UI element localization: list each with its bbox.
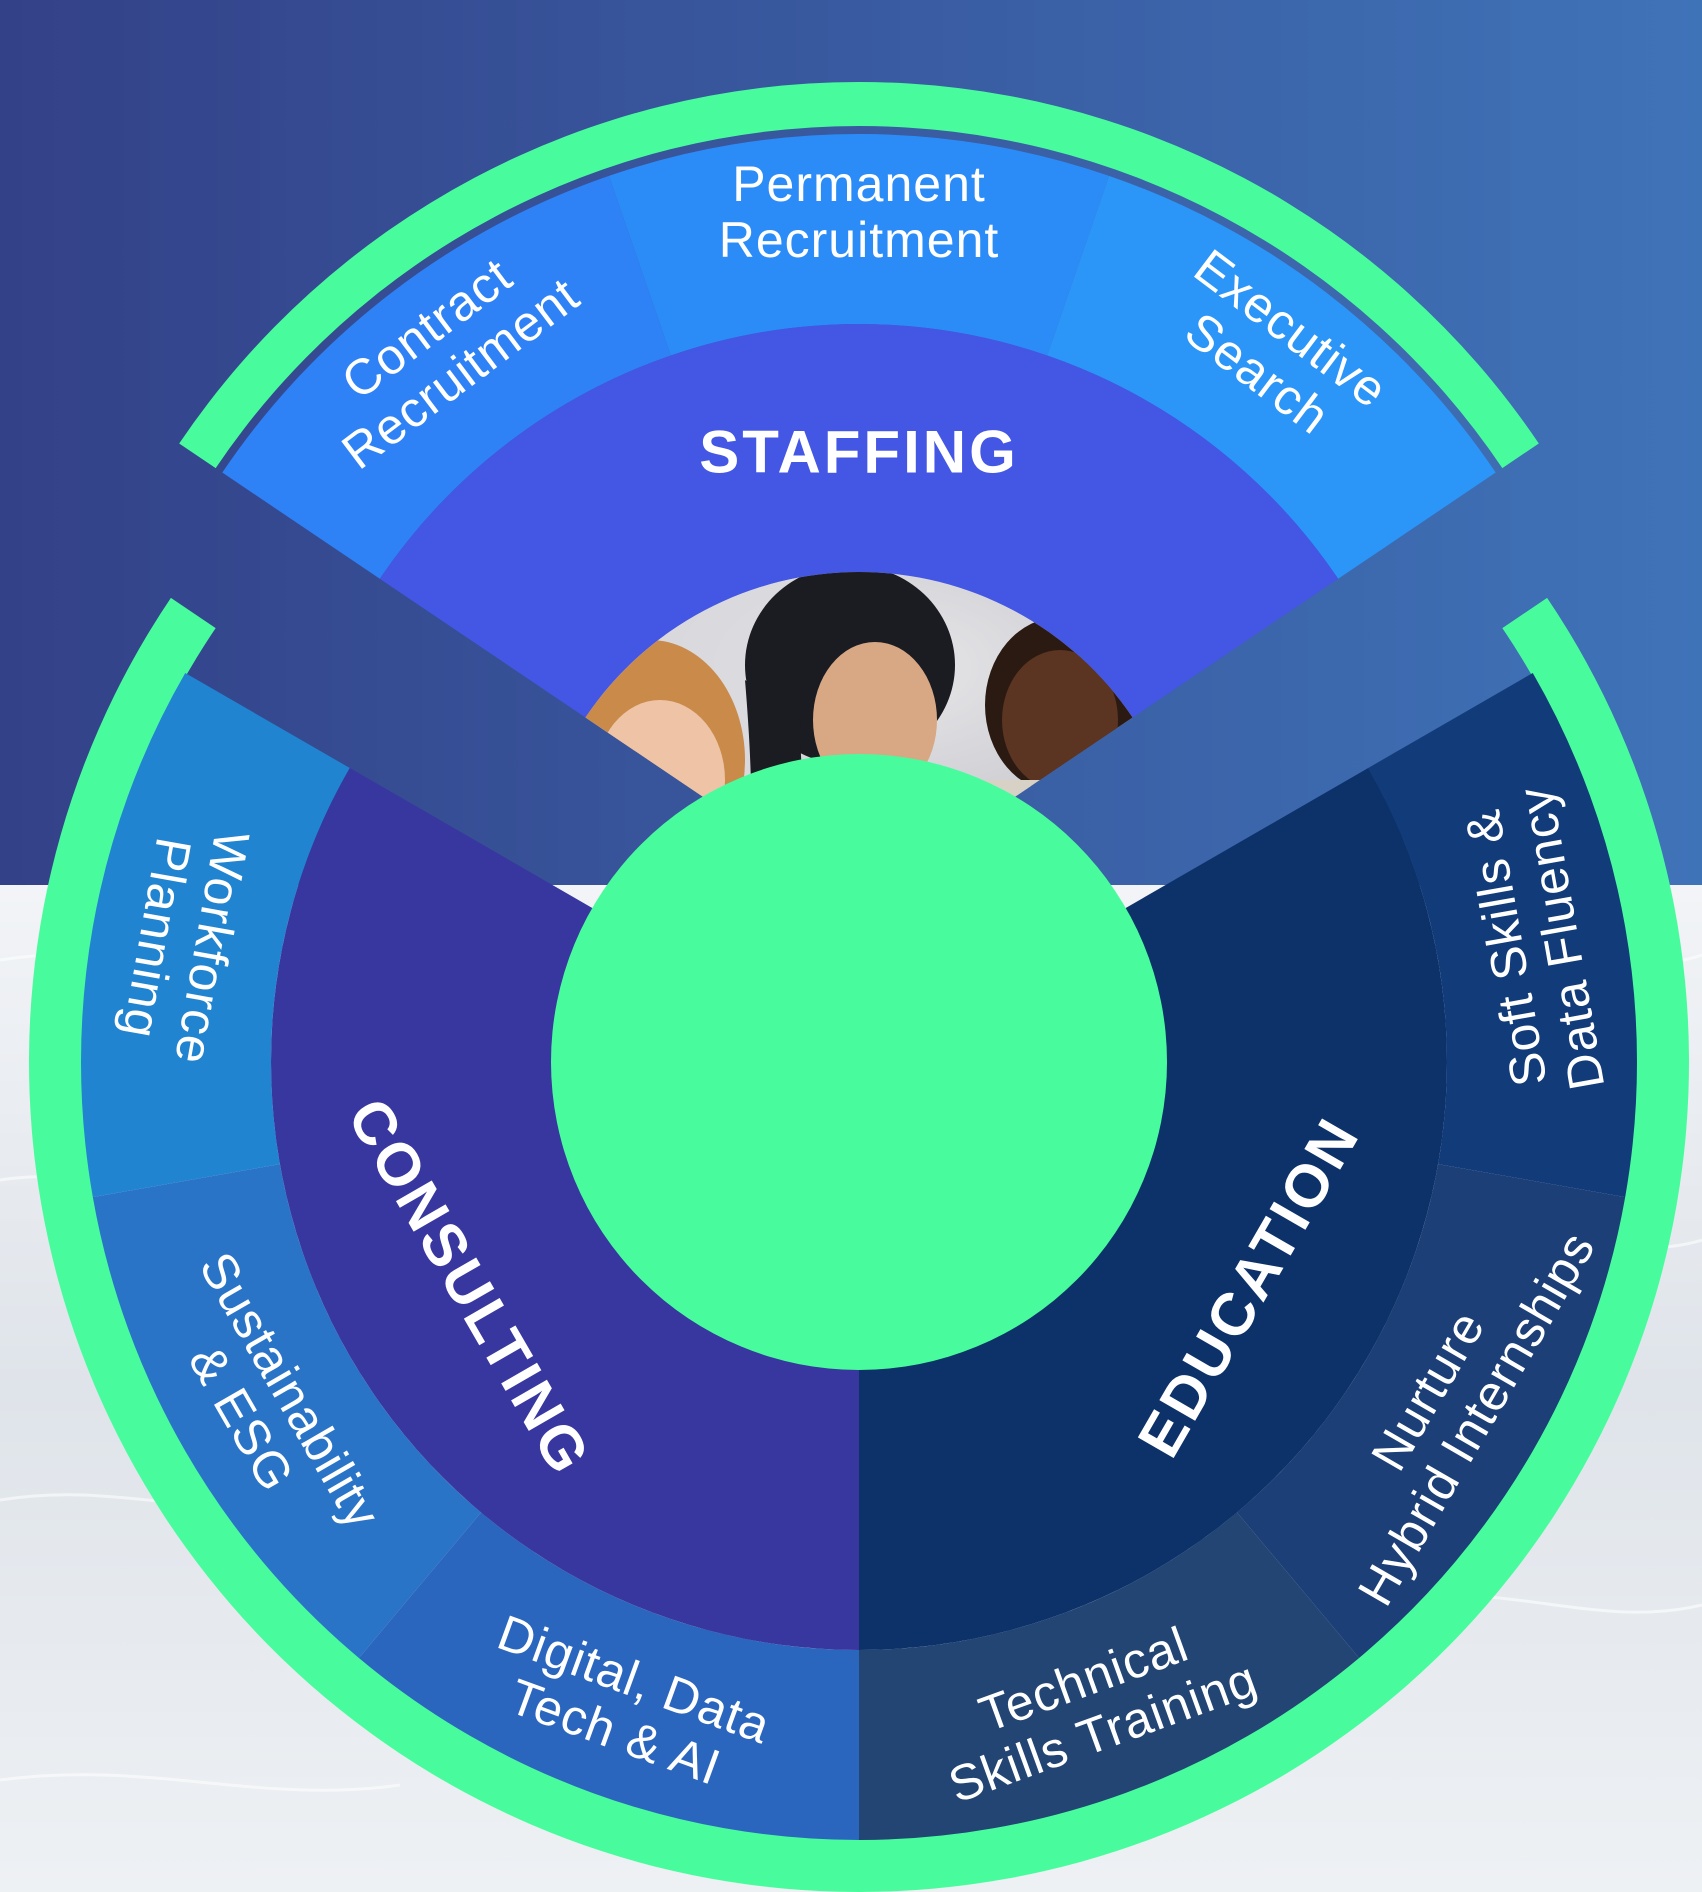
svg-text:Permanent: Permanent <box>732 156 986 212</box>
education-service-technical-training <box>859 1512 1360 1840</box>
education-service-internships <box>1236 1164 1626 1658</box>
consulting-service-sustainability <box>92 1164 482 1658</box>
center-hub <box>551 754 1167 1370</box>
outer-ring-staffing <box>179 82 1539 469</box>
staffing-core <box>379 324 1339 719</box>
staffing-service-contract <box>222 175 671 579</box>
staffing-label: STAFFING <box>699 419 1019 486</box>
svg-text:Recruitment: Recruitment <box>719 212 1000 268</box>
staffing-service-executive <box>1047 175 1496 579</box>
consulting-service-workforce-planning <box>81 673 350 1198</box>
consulting-core <box>271 768 860 1650</box>
svg-text:STAFFING: STAFFING <box>699 419 1019 486</box>
consulting-service-digital-data <box>358 1512 859 1840</box>
education-core <box>859 768 1447 1650</box>
education-service-soft-skills <box>1368 673 1637 1198</box>
staffing-service-permanent <box>608 133 1110 356</box>
